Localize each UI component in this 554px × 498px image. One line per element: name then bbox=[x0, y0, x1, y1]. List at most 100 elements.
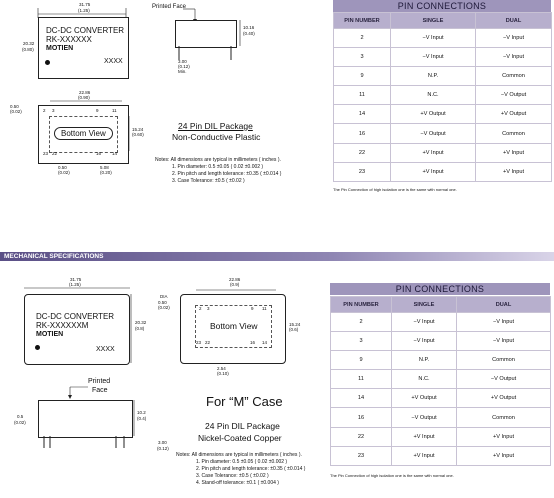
pin-number-header: PIN NUMBER bbox=[333, 12, 391, 29]
pin-cell: 3 bbox=[333, 47, 391, 68]
bottom-pin-23: 23 bbox=[196, 340, 202, 345]
top-side-height: 10.16 bbox=[243, 25, 255, 30]
pin-cell: 2 bbox=[330, 311, 392, 333]
single-cell: +V Input bbox=[391, 445, 457, 466]
top-width-dim-line bbox=[37, 8, 127, 18]
pin-cell: 9 bbox=[330, 350, 392, 371]
single-cell: N.C. bbox=[390, 85, 476, 106]
bottom-pin-11: 11 bbox=[262, 306, 267, 311]
bottom-printed-line1: Printed bbox=[88, 378, 111, 385]
bottom-note-3: 3. Case Tolerance: ±0.5 ( ±0.02 ) bbox=[196, 473, 269, 479]
top-pin1-dot bbox=[45, 60, 50, 65]
bottom-note-2: 2. Pin pitch and length tolerance: ±0.35… bbox=[196, 466, 306, 472]
bottom-dia-in: (0.02) bbox=[158, 305, 170, 310]
top-pin-3: 3 bbox=[52, 108, 55, 113]
top-notes-title: Notes: All dimensions are typical in mil… bbox=[155, 157, 281, 163]
top-pin-table: PIN NUMBER SINGLE DUAL 2−V Input−V Input… bbox=[333, 12, 552, 182]
bottom-printed-face-arrow bbox=[68, 386, 88, 399]
dual-cell: +V Input bbox=[456, 445, 551, 466]
top-pin-14: 14 bbox=[112, 151, 118, 156]
bottom-note-1: 1. Pin diameter: 0.5 ±0.05 ( 0.02 ±0.002… bbox=[196, 459, 288, 465]
single-cell: −V Input bbox=[391, 311, 457, 333]
top-bottom-view-inner bbox=[49, 116, 118, 153]
bottom-top-width: 31.75 bbox=[70, 277, 82, 282]
single-header: SINGLE bbox=[390, 12, 476, 29]
top-converter-line1: DC-DC CONVERTER bbox=[46, 26, 125, 35]
dual-cell: −V Input bbox=[456, 311, 551, 333]
bottom-pin-len-in: (0.12) bbox=[157, 446, 169, 451]
bottom-pin-9: 9 bbox=[251, 306, 254, 311]
single-cell: −V Output bbox=[390, 123, 476, 144]
top-bottom-height: 15.24 bbox=[132, 127, 144, 132]
top-side-height-in: (0.40) bbox=[243, 31, 255, 36]
top-bottom-dim-a: 0.50 bbox=[58, 165, 67, 170]
bottom-side-height-dim bbox=[133, 400, 135, 436]
table-row: 22+V Input+V Input bbox=[333, 142, 552, 163]
bottom-package-line1: 24 Pin DIL Package bbox=[205, 421, 280, 431]
single-cell: +V Output bbox=[390, 104, 476, 125]
top-bottom-height-dim bbox=[128, 116, 130, 151]
top-bottom-width: 22.86 bbox=[79, 90, 91, 95]
top-note-2: 2. Pin pitch and length tolerance: ±0.35… bbox=[172, 171, 282, 177]
pin-number-header: PIN NUMBER bbox=[330, 296, 392, 313]
top-side-view-pins bbox=[178, 46, 232, 60]
top-pin-16: 16 bbox=[96, 151, 102, 156]
bottom-side-view-box bbox=[38, 400, 133, 438]
dual-cell: −V Input bbox=[456, 331, 551, 352]
single-cell: +V Input bbox=[390, 161, 476, 182]
top-left-height: 20.32 bbox=[23, 41, 35, 46]
dual-cell: −V Input bbox=[475, 27, 552, 49]
table-row: 3−V Input−V Input bbox=[333, 47, 552, 68]
dual-cell: Common bbox=[456, 350, 551, 371]
table-row: 22+V Input+V Input bbox=[330, 426, 551, 447]
top-side-height-dim bbox=[239, 20, 241, 46]
top-package-line1: 24 Pin DIL Package bbox=[178, 121, 253, 131]
top-pin-23: 23 bbox=[43, 151, 49, 156]
pin-cell: 11 bbox=[333, 85, 391, 106]
bottom-pin-22: 22 bbox=[205, 340, 211, 345]
dual-header: DUAL bbox=[475, 12, 552, 29]
single-cell: −V Input bbox=[391, 331, 457, 352]
bottom-converter-line1: DC-DC CONVERTER bbox=[36, 312, 115, 321]
top-bottom-dim-a-in: (0.02) bbox=[58, 170, 70, 175]
table-row: 14+V Output+V Output bbox=[333, 104, 552, 125]
bottom-bottom-width-in: (0.9) bbox=[230, 282, 240, 287]
bottom-left-height: 20.32 bbox=[135, 320, 147, 325]
bottom-bottom-view-inner bbox=[195, 305, 272, 348]
dual-cell: Common bbox=[475, 123, 552, 144]
bottom-side-left-in: (0.02) bbox=[14, 420, 26, 425]
bottom-side-height: 10.2 bbox=[137, 410, 146, 415]
top-note-3: 3. Case Tolerance: ±0.5 ( ±0.02 ) bbox=[172, 178, 245, 184]
top-pin-2: 2 bbox=[43, 108, 46, 113]
top-bottom-left: 0.50 bbox=[10, 104, 19, 109]
bottom-pin-16: 16 bbox=[250, 340, 256, 345]
single-header: SINGLE bbox=[391, 296, 457, 313]
bottom-top-width-line bbox=[24, 287, 130, 289]
dual-cell: Common bbox=[456, 407, 551, 428]
bottom-pitch-in: (0.10) bbox=[217, 371, 229, 376]
single-cell: +V Input bbox=[390, 142, 476, 163]
single-cell: N.P. bbox=[390, 66, 476, 87]
bottom-left-height-in: (0.8) bbox=[135, 326, 145, 331]
table-row: 2−V Input−V Input bbox=[330, 311, 551, 333]
bottom-pin-table-header: PIN NUMBER SINGLE DUAL bbox=[330, 296, 551, 313]
bottom-bottom-width: 22.86 bbox=[229, 277, 241, 282]
top-bottom-dim-b: 5.08 bbox=[100, 165, 109, 170]
bottom-bottom-view-label: Bottom View bbox=[210, 321, 258, 331]
top-brand: MOTIEN bbox=[46, 45, 74, 52]
bottom-left-height-dim bbox=[130, 294, 132, 363]
top-package-line2: Non-Conductive Plastic bbox=[172, 132, 261, 142]
bottom-pin-2: 2 bbox=[199, 306, 202, 311]
bottom-top-width-in: (1.25) bbox=[69, 282, 81, 287]
table-row: 14+V Output+V Output bbox=[330, 388, 551, 409]
pin-cell: 9 bbox=[333, 66, 391, 87]
top-pin-table-title: PIN CONNECTIONS bbox=[333, 0, 551, 12]
bottom-dia-val: 0.50 bbox=[158, 300, 167, 305]
pin-cell: 22 bbox=[333, 142, 391, 163]
top-printed-face: Printed Face bbox=[152, 4, 187, 10]
top-converter-box bbox=[38, 17, 129, 79]
